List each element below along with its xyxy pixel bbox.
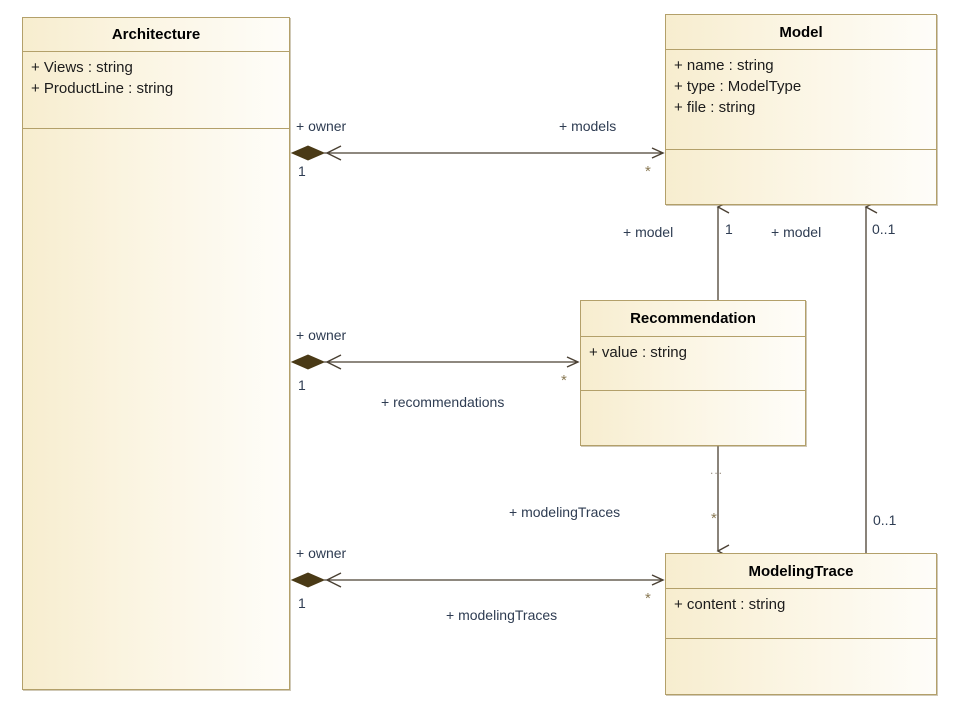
class-architecture-attributes: + Views : string + ProductLine : string: [23, 52, 289, 129]
class-model-title: Model: [666, 15, 936, 50]
role-label-arch-modelingtrace-traces: + modelingTraces: [446, 607, 558, 623]
role-label-recommendation-model: + model: [623, 224, 674, 240]
class-modelingtrace-title: ModelingTrace: [666, 554, 936, 589]
class-recommendation-title: Recommendation: [581, 301, 805, 337]
association-architecture-recommendation: [290, 354, 580, 370]
class-modelingtrace-attributes: + content : string: [666, 589, 936, 639]
attribute-row: + name : string: [674, 57, 774, 74]
attribute-row: + ProductLine : string: [31, 80, 174, 97]
attribute-row: + value : string: [589, 344, 687, 361]
mult-label-arch-modelingtrace-target: *: [645, 590, 651, 607]
class-architecture-title: Architecture: [23, 18, 289, 52]
mult-label-arch-recommendation-source: 1: [298, 377, 306, 393]
class-recommendation-operations: [581, 391, 805, 445]
class-architecture-operations: [23, 129, 289, 689]
role-label-arch-recommendation-owner: + owner: [296, 327, 347, 343]
attribute-row: + type : ModelType: [674, 78, 802, 95]
role-label-arch-modelingtrace-owner: + owner: [296, 545, 347, 561]
attribute-row: + Views : string: [31, 59, 133, 76]
class-modelingtrace-operations: [666, 639, 936, 694]
mult-label-recommendation-modelingtrace-source: ...: [710, 463, 724, 477]
class-model-attributes: + name : string + type : ModelType + fil…: [666, 50, 936, 150]
mult-label-arch-recommendation-target: *: [561, 372, 567, 389]
mult-label-modelingtrace-right: 0..1: [873, 512, 897, 528]
association-architecture-modelingtrace: [290, 572, 665, 588]
class-recommendation-attributes: + value : string: [581, 337, 805, 391]
class-modelingtrace[interactable]: ModelingTrace + content : string: [665, 553, 937, 695]
mult-label-arch-model-source: 1: [298, 163, 306, 179]
attribute-row: + content : string: [674, 596, 786, 613]
mult-label-recommendation-model: 1: [725, 221, 733, 237]
class-model[interactable]: Model + name : string + type : ModelType…: [665, 14, 937, 205]
role-label-arch-recommendation-recommendations: + recommendations: [381, 394, 505, 410]
role-label-recommendation-modelingtrace: + modelingTraces: [509, 504, 621, 520]
association-architecture-model: [290, 145, 665, 161]
role-label-arch-model-owner: + owner: [296, 118, 347, 134]
mult-label-modelingtrace-model: 0..1: [872, 221, 896, 237]
mult-label-arch-modelingtrace-source: 1: [298, 595, 306, 611]
mult-label-recommendation-modelingtrace-target: *: [711, 510, 717, 527]
class-architecture[interactable]: Architecture + Views : string + ProductL…: [22, 17, 290, 690]
role-label-arch-model-models: + models: [559, 118, 617, 134]
role-label-modelingtrace-model: + model: [771, 224, 822, 240]
attribute-row: + file : string: [674, 99, 756, 116]
mult-label-arch-model-target: *: [645, 163, 651, 180]
class-model-operations: [666, 150, 936, 204]
class-recommendation[interactable]: Recommendation + value : string: [580, 300, 806, 446]
